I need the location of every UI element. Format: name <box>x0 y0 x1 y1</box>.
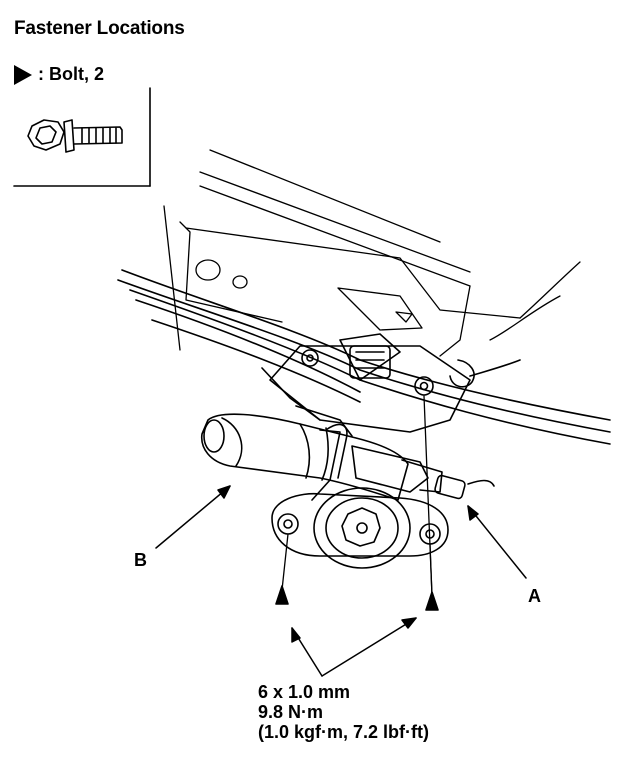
torque-alt: (1.0 kgf·m, 7.2 lbf·ft) <box>258 722 430 742</box>
callout-leaders <box>155 485 527 579</box>
torque-spec: 6 x 1.0 mm 9.8 N·m (1.0 kgf·m, 7.2 lbf·f… <box>258 682 429 742</box>
black-triangle-icon <box>275 585 289 605</box>
bolt-inset <box>13 87 151 187</box>
bolt-location-arrows <box>275 585 439 611</box>
fastener-legend: : Bolt, 2 <box>14 64 104 85</box>
torque-nm: 9.8 N·m <box>258 702 324 722</box>
bolt-icon <box>27 119 123 153</box>
gear-housing <box>271 487 449 569</box>
black-triangle-icon <box>425 591 439 611</box>
window-motor <box>201 413 495 501</box>
callout-a: A <box>528 586 541 606</box>
page-title: Fastener Locations <box>14 18 185 39</box>
regulator-bracket <box>261 333 475 437</box>
door-panel <box>163 149 581 357</box>
bolt-size: 6 x 1.0 mm <box>258 682 351 702</box>
spec-pointers <box>291 617 417 677</box>
black-triangle-icon <box>14 64 32 85</box>
regulator-cables <box>117 269 611 445</box>
legend-label: : Bolt, 2 <box>38 64 104 84</box>
bolt-leaders <box>281 395 433 597</box>
callout-b: B <box>134 550 147 570</box>
